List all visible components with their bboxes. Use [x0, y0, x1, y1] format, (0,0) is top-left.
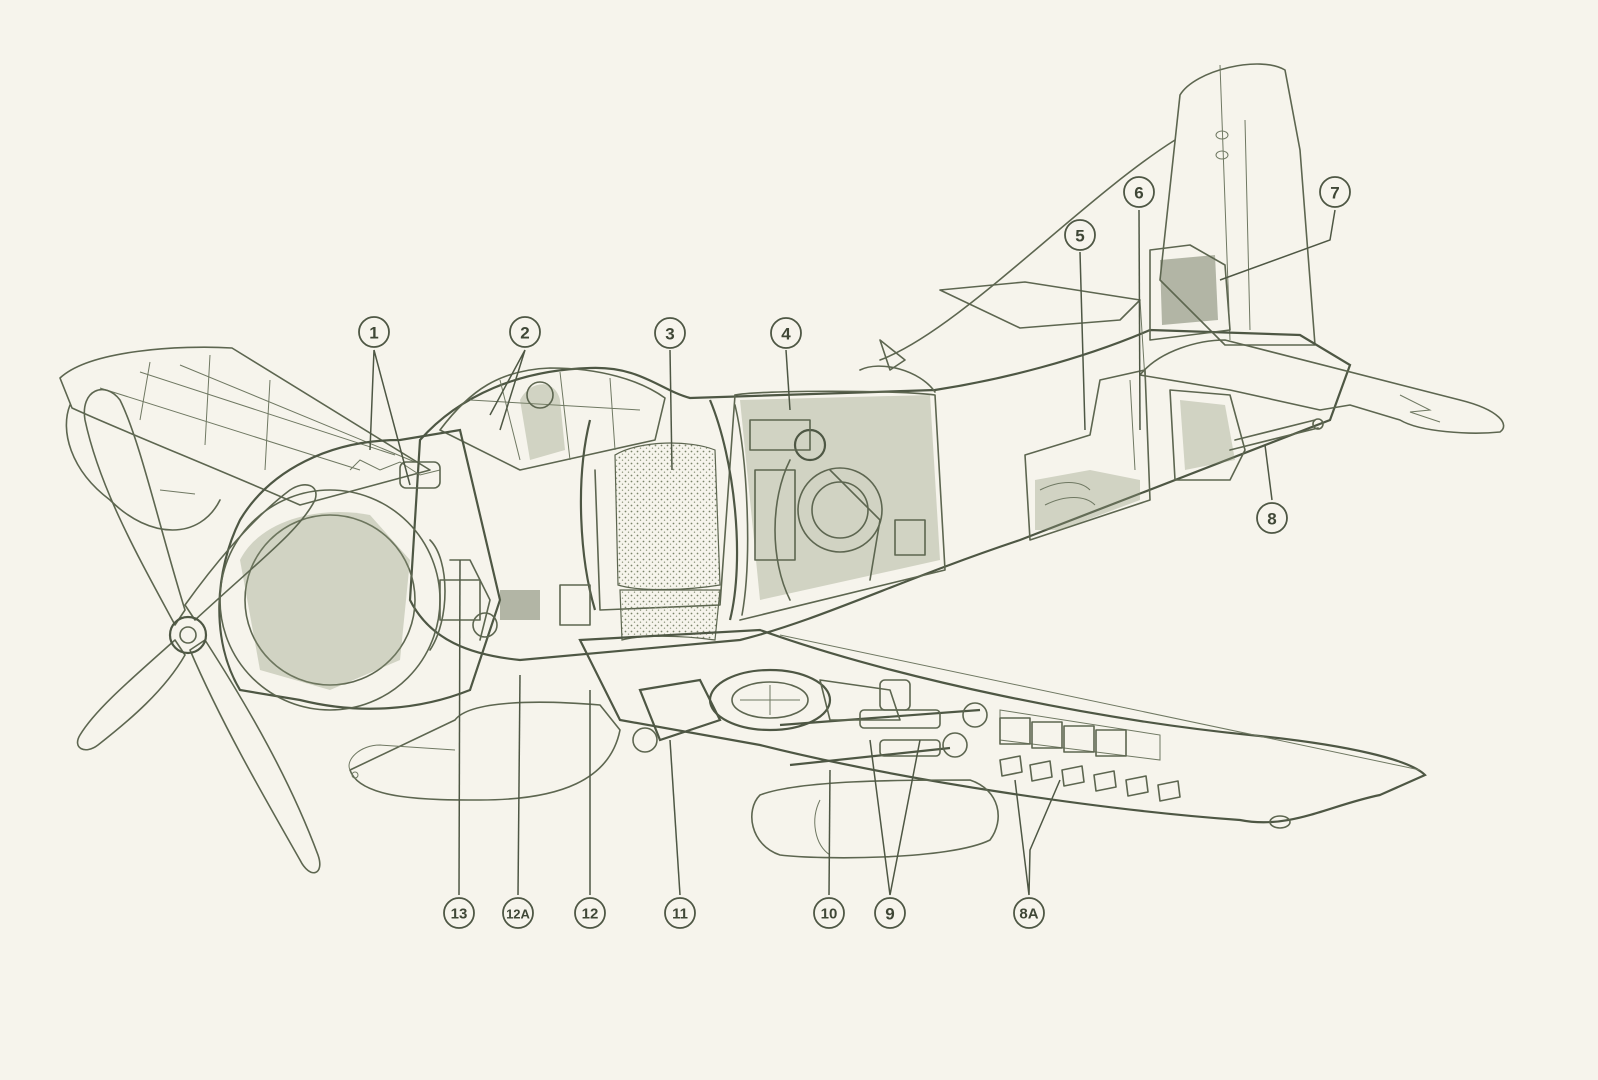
callout-11-label: 11 [672, 906, 688, 923]
callout-2-label: 2 [520, 324, 529, 343]
callout-5-label: 5 [1075, 227, 1084, 246]
callout-6: 6 [1123, 176, 1155, 208]
callout-8a-label: 8A [1019, 906, 1038, 923]
callout-7: 7 [1319, 176, 1351, 208]
callout-12: 12 [574, 897, 606, 929]
callout-11: 11 [664, 897, 696, 929]
callout-1-label: 1 [369, 324, 378, 343]
callout-4-label: 4 [781, 325, 791, 344]
callout-13-label: 13 [451, 906, 468, 923]
callout-12a: 12A [502, 897, 534, 929]
callout-1: 1 [358, 316, 390, 348]
fuel-tank-lower [619, 589, 721, 641]
fuel-tank [614, 442, 721, 591]
callout-13: 13 [443, 897, 475, 929]
callout-4: 4 [770, 317, 802, 349]
drop-tanks [348, 701, 999, 859]
callout-3: 3 [654, 317, 686, 349]
dorsal-line [879, 139, 1176, 361]
left-wing [59, 346, 431, 531]
callout-9-label: 9 [885, 905, 894, 924]
callout-8: 8 [1256, 502, 1288, 534]
callouts: 1 2 3 4 5 6 7 8 [358, 176, 1351, 929]
callout-12-label: 12 [582, 906, 599, 923]
propeller [76, 388, 321, 874]
aft-equipment-bay [1024, 244, 1246, 541]
callout-9: 9 [874, 897, 906, 929]
callout-12a-label: 12A [506, 907, 530, 922]
aircraft-drawing [59, 63, 1505, 874]
callout-10: 10 [813, 897, 845, 929]
callout-5: 5 [1064, 219, 1096, 251]
callout-7-label: 7 [1330, 184, 1339, 203]
callout-3-label: 3 [665, 325, 674, 344]
callout-10-label: 10 [821, 906, 838, 923]
leader-lines [369, 209, 1336, 896]
engine-section [218, 428, 591, 711]
rocket-launchers [999, 755, 1181, 802]
callout-6-label: 6 [1134, 184, 1143, 203]
right-wing [578, 628, 1427, 829]
rear-compartment [740, 339, 940, 601]
callout-2: 2 [509, 316, 541, 348]
left-horizontal-stabilizer [939, 281, 1141, 329]
vertical-fin [1159, 63, 1316, 346]
callout-8-label: 8 [1267, 510, 1276, 529]
callout-8a: 8A [1013, 897, 1045, 929]
right-horizontal-stabilizer [1139, 339, 1505, 434]
